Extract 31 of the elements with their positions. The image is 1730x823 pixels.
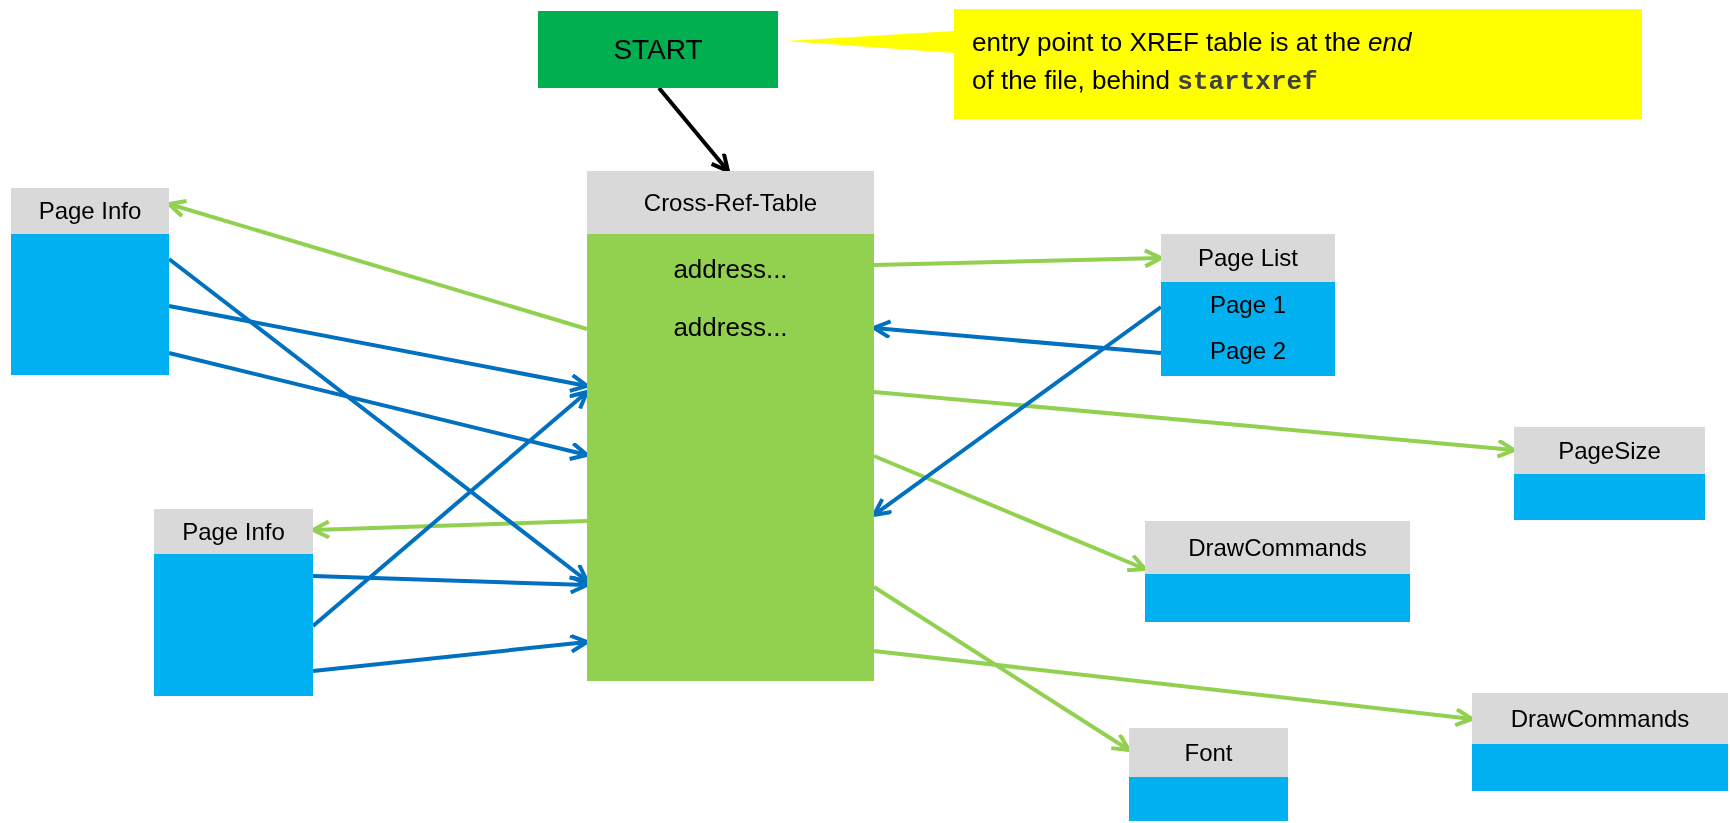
box-header: Page Info: [154, 509, 313, 554]
record-box: [11, 188, 169, 375]
record-box: [1514, 427, 1705, 520]
address-entry: address...: [673, 253, 788, 286]
page-entry: Page 1: [1209, 290, 1287, 320]
arrow: [873, 454, 1147, 573]
address-entry: address...: [673, 311, 788, 344]
record-box: [1161, 234, 1335, 376]
arrow: [312, 574, 589, 595]
start-box: START: [538, 11, 778, 88]
record-box: [154, 509, 313, 696]
page-entry: Page 2: [1209, 336, 1287, 366]
callout-text: entry point to XREF table is at the end of the file, behind startxref: [972, 26, 1412, 99]
box-header: DrawCommands: [1145, 521, 1410, 574]
record-box: [1472, 693, 1728, 791]
arrow: [873, 248, 1163, 269]
arrow: [312, 633, 589, 673]
table-box: [587, 171, 874, 681]
box-header: Page List: [1161, 234, 1335, 282]
arrow: [168, 351, 589, 461]
box-header: Cross-Ref-Table: [587, 171, 874, 234]
box-header: PageSize: [1514, 427, 1705, 474]
box-header: DrawCommands: [1472, 693, 1728, 744]
arrow: [168, 304, 589, 393]
record-box: [1129, 728, 1288, 821]
arrow: [657, 86, 730, 173]
box-header: Page Info: [11, 188, 169, 234]
box-header: Font: [1129, 728, 1288, 777]
record-box: [1145, 521, 1410, 622]
arrow: [873, 649, 1474, 728]
arrow: [873, 390, 1516, 459]
